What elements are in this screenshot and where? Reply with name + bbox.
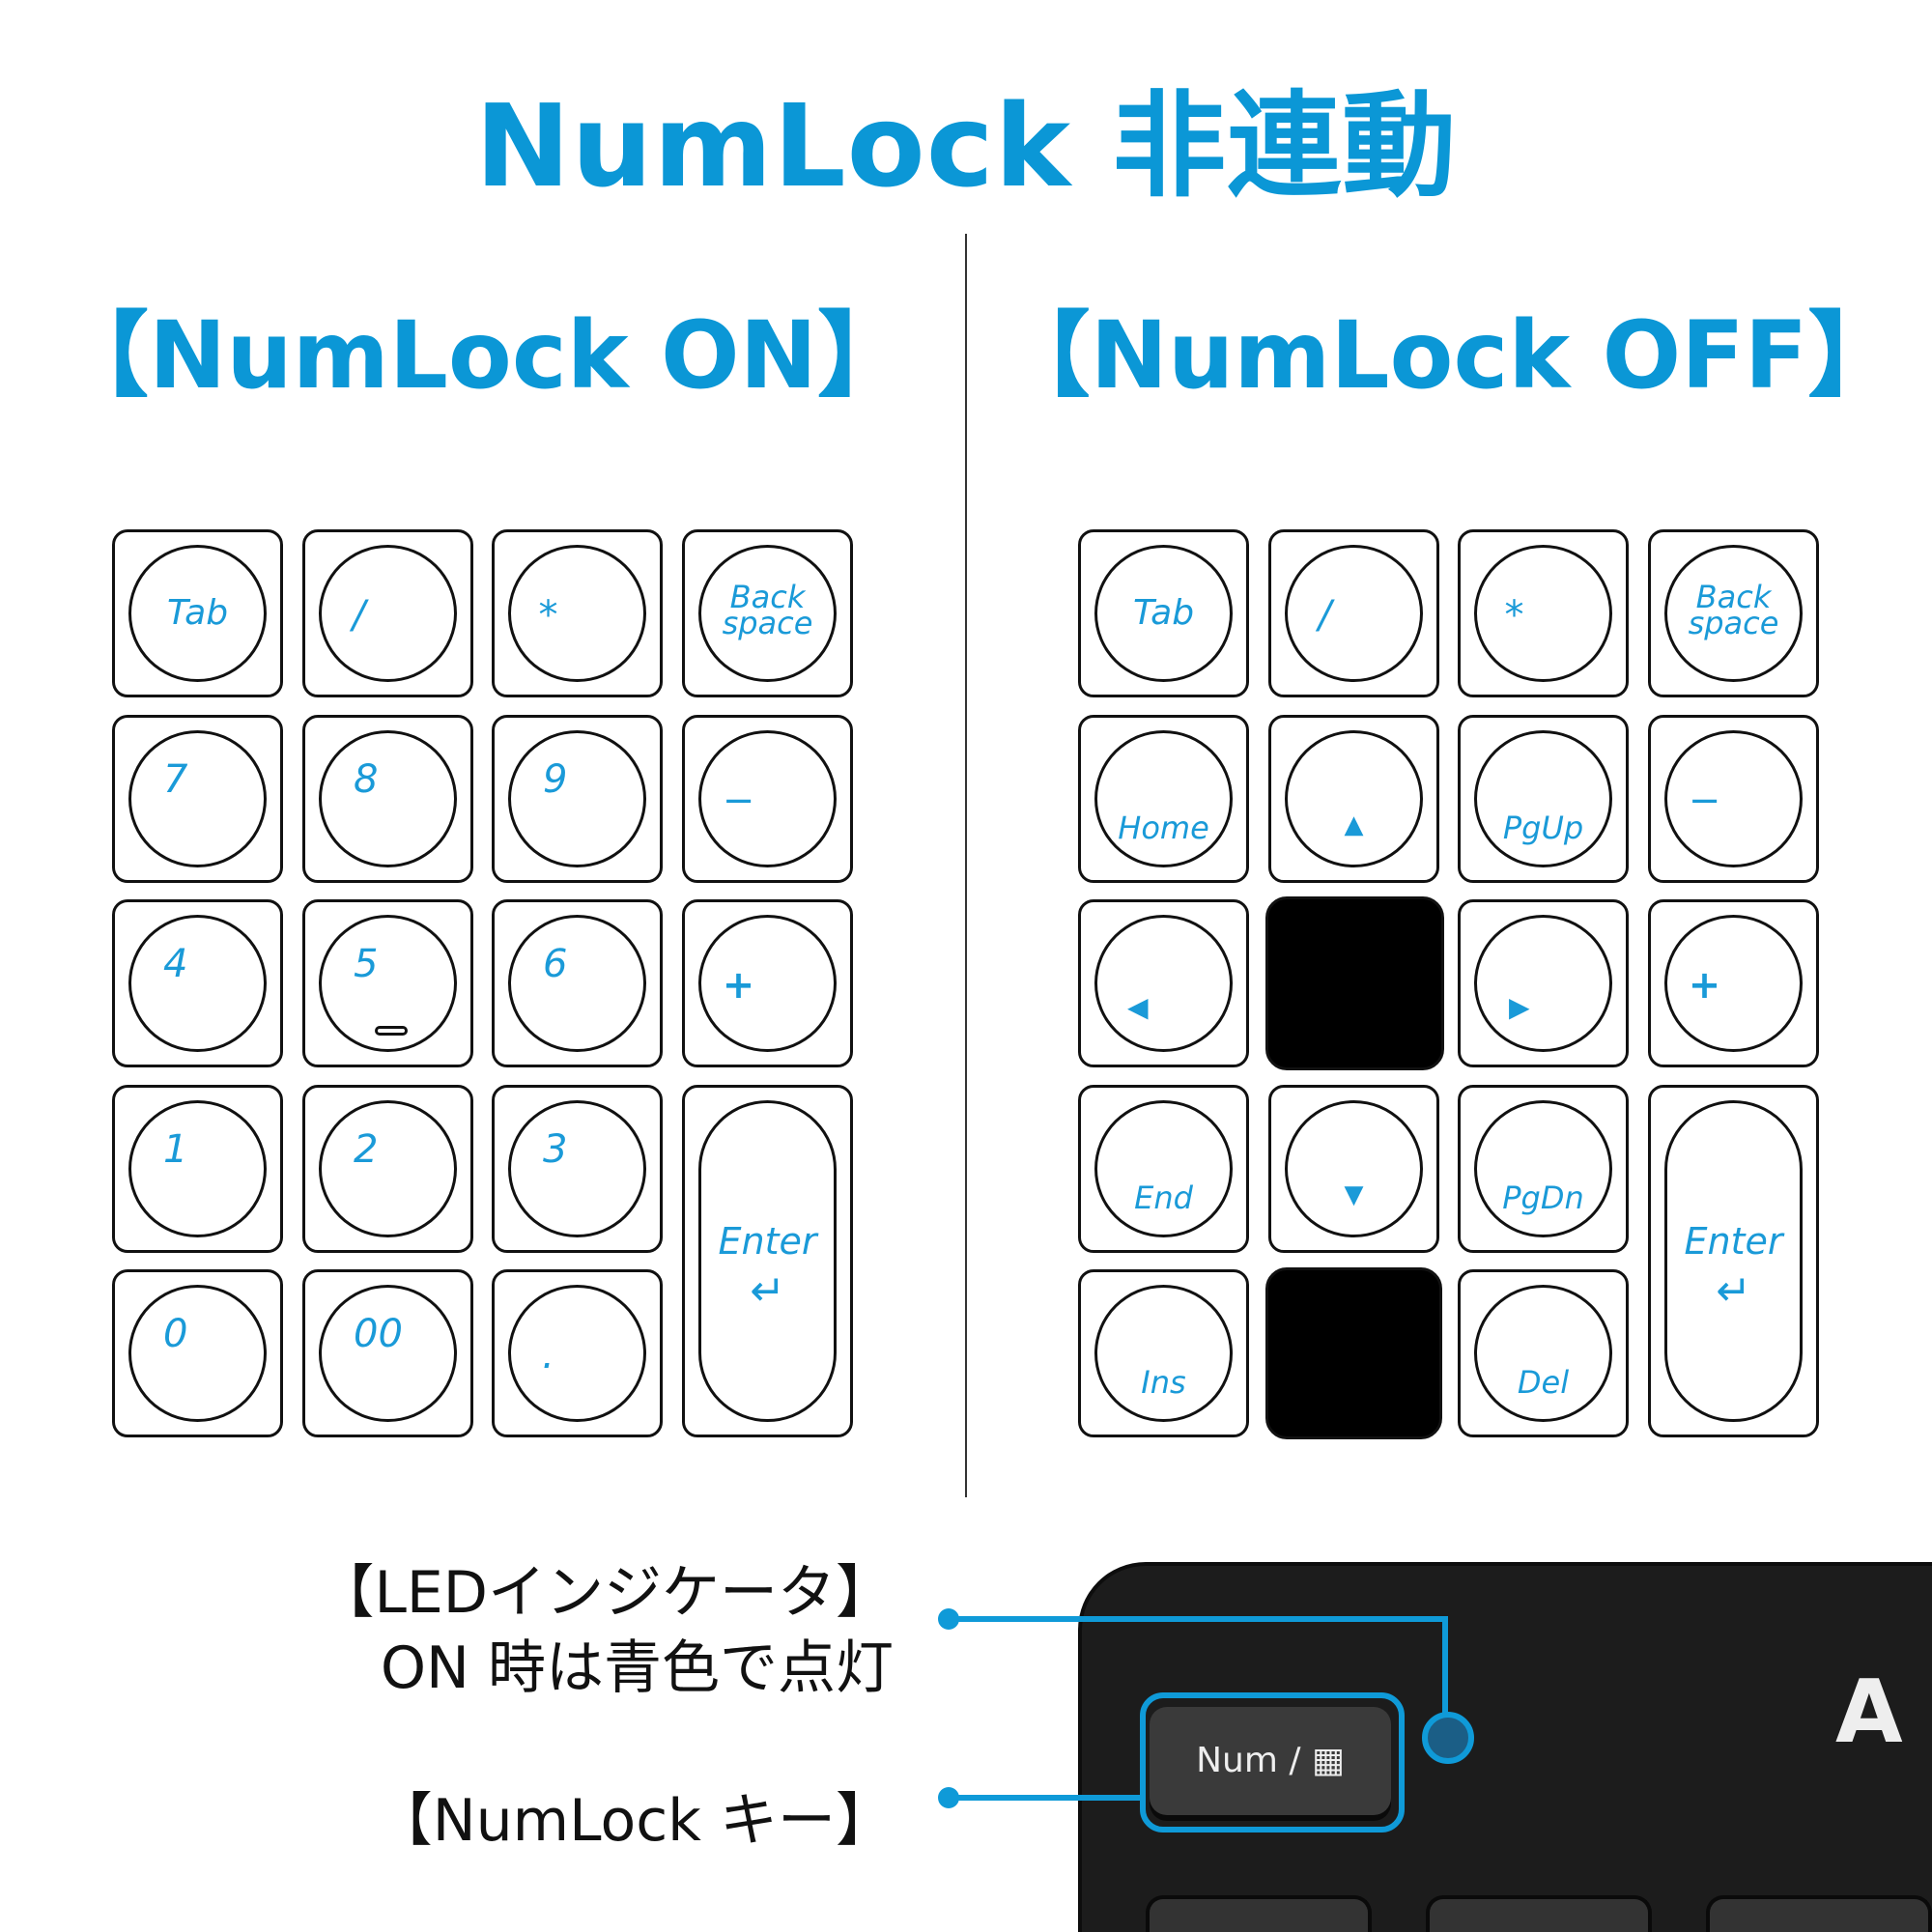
numlock-key-highlight [1140,1692,1405,1833]
key-00: 00 [302,1269,473,1437]
key-label: Tab [1132,593,1195,633]
key-asterisk: * [492,529,663,697]
key-pgup: PgUp [1458,715,1629,883]
key-tab: Tab [1078,529,1249,697]
key-label: Ins [1141,1364,1186,1401]
key-label: / [352,593,366,638]
key-5: 5 [302,899,473,1067]
keyboard-key [1146,1895,1372,1932]
key-label: + [1688,963,1721,1008]
key-plus: + [682,899,853,1067]
key-label: 5 [354,942,379,986]
enter-arrow-icon: ↵ [1716,1266,1751,1316]
key-label: Enter [718,1220,817,1263]
key-enter: Enter↵ [1648,1085,1819,1437]
key-plus: + [1648,899,1819,1067]
led-indicator-description: ON 時は青色で点灯 [380,1634,894,1702]
key-home: Home [1078,715,1249,883]
key-label: 1 [163,1127,188,1172]
key-blank [1265,1267,1442,1439]
key-label: 00 [354,1312,403,1356]
led-indicator [1422,1712,1474,1764]
callout-line [1442,1616,1448,1713]
page-title: NumLock 非連動 [474,79,1458,213]
key-label: Home [1118,810,1209,846]
key-label: + [722,963,755,1008]
key-label: Del [1517,1364,1570,1401]
key-slash: / [302,529,473,697]
callout-line [949,1795,1142,1801]
led-indicator-label: 【LEDインジケータ】 [316,1559,894,1627]
key-label: 7 [163,757,188,802]
key-7: 7 [112,715,283,883]
key-enter: Enter↵ [682,1085,853,1437]
key-label: 9 [543,757,568,802]
key-label: Enter [1684,1220,1783,1263]
numlock-on-heading: 【NumLock ON】 [56,301,910,410]
key-label: 3 [543,1127,568,1172]
key-left: ◀ [1078,899,1249,1067]
home-bump-icon [375,1026,408,1036]
key-label: PgUp [1502,810,1584,846]
key-label: 8 [354,757,379,802]
key-label: space [1688,605,1779,641]
key-tab: Tab [112,529,283,697]
key-label: 0 [163,1312,188,1356]
key-ins: Ins [1078,1269,1249,1437]
right-arrow-icon: ▶ [1509,991,1530,1023]
key-9: 9 [492,715,663,883]
key-del: Del [1458,1269,1629,1437]
key-label: * [538,593,558,638]
key-label: Back [1695,579,1772,615]
key-slash: / [1268,529,1439,697]
key-8: 8 [302,715,473,883]
key-label: − [722,779,755,823]
key-label: Tab [166,593,229,633]
key-0: 0 [112,1269,283,1437]
divider [965,234,967,1497]
up-arrow-icon: ▲ [1344,810,1364,839]
numlock-off-heading: 【NumLock OFF】 [997,301,1901,410]
key-2: 2 [302,1085,473,1253]
keyboard-key [1426,1895,1652,1932]
numlock-key: Num / ▦ [1150,1707,1391,1815]
left-arrow-icon: ◀ [1127,991,1149,1023]
brand-logo: A [1835,1662,1903,1763]
key-label: 2 [354,1127,379,1172]
key-minus: − [682,715,853,883]
key-down: ▼ [1268,1085,1439,1253]
key-label: 6 [543,942,568,986]
key-label: End [1134,1179,1193,1216]
key-asterisk: * [1458,529,1629,697]
key-label: / [1318,593,1332,638]
key-blank [1265,896,1444,1070]
callout-line [949,1616,1446,1622]
key-label: space [722,605,813,641]
key-decimal: . [492,1269,663,1437]
key-6: 6 [492,899,663,1067]
key-up: ▲ [1268,715,1439,883]
key-3: 3 [492,1085,663,1253]
key-label: * [1504,593,1524,638]
keyboard-key [1706,1895,1932,1932]
key-label: PgDn [1502,1179,1584,1216]
key-right: ▶ [1458,899,1629,1067]
key-1: 1 [112,1085,283,1253]
key-label: Back [729,579,806,615]
key-4: 4 [112,899,283,1067]
key-minus: − [1648,715,1819,883]
key-end: End [1078,1085,1249,1253]
key-label: − [1688,779,1721,823]
key-label: 4 [163,942,188,986]
key-pgdn: PgDn [1458,1085,1629,1253]
key-label: . [542,1333,554,1378]
enter-arrow-icon: ↵ [750,1266,785,1316]
numlock-key-label: 【NumLock キー】 [374,1787,894,1855]
down-arrow-icon: ▼ [1344,1180,1364,1209]
